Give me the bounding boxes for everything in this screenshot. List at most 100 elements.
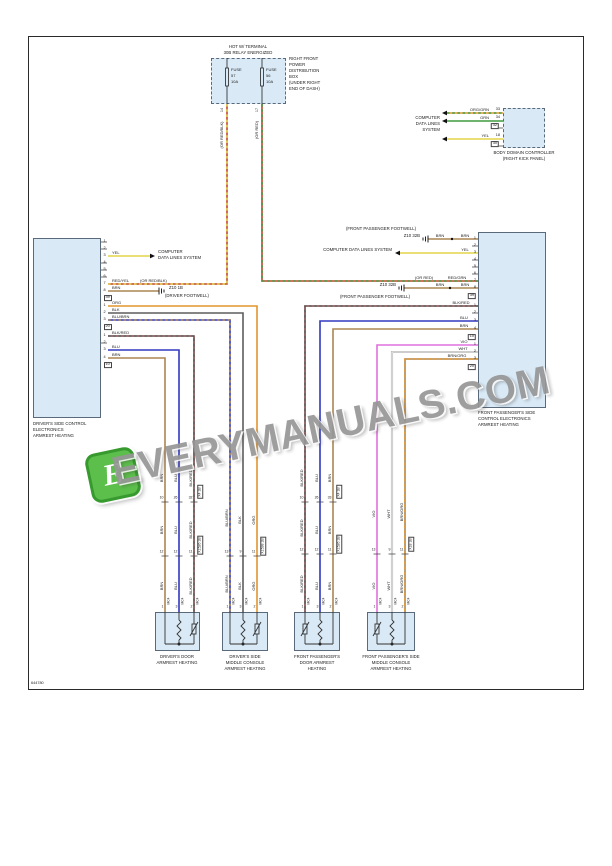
rotated-wire-label: ORG bbox=[251, 581, 256, 591]
load-caption: DRIVER'S SIDE bbox=[229, 653, 261, 659]
pin-number: 12 bbox=[173, 549, 178, 554]
diagram-label: BRN bbox=[435, 233, 445, 238]
load-caption: MIDDLE CONSOLE bbox=[225, 659, 265, 665]
pin-number: 2 bbox=[401, 604, 404, 609]
pin-number: 5 bbox=[103, 267, 106, 272]
load-internals bbox=[164, 612, 406, 646]
rotated-wire-label: BRN bbox=[327, 473, 332, 483]
pin-number: 1 bbox=[103, 303, 106, 308]
diagram-label: SYSTEM bbox=[422, 126, 440, 132]
pin-number: 2 bbox=[190, 604, 193, 609]
pin-number: 6 bbox=[473, 271, 476, 276]
pin-number: 2 bbox=[103, 340, 106, 345]
diagram-label: GRN bbox=[480, 115, 489, 120]
pin-number: 12 bbox=[299, 547, 304, 552]
pin-number: 3 bbox=[473, 318, 476, 323]
connector-id: X4 1B bbox=[335, 485, 342, 499]
pin-number: 1 bbox=[473, 303, 476, 308]
pdb-caption: BOX bbox=[289, 73, 299, 79]
pin-number: 1 bbox=[473, 342, 476, 347]
diagram-label: BLK/RED bbox=[112, 330, 130, 335]
bdc-wires bbox=[447, 112, 503, 147]
pin-number: 9 bbox=[388, 547, 391, 552]
connector-id: X4 1B bbox=[196, 485, 203, 499]
diagram-label: BLK/RED bbox=[452, 300, 470, 305]
pin-number: 33 bbox=[495, 107, 500, 112]
rotated-wire-label: VIO bbox=[371, 582, 376, 590]
rotated-wire-label: BRN bbox=[159, 525, 164, 535]
rotated-wire-label: BLK/RED bbox=[299, 469, 304, 487]
rotated-wire-label: WHT bbox=[386, 581, 391, 591]
pin-number: 2 bbox=[103, 246, 106, 251]
pin-number: 3 bbox=[473, 356, 476, 361]
connector-number: 10 bbox=[467, 334, 476, 340]
diagram-label: YEL bbox=[481, 133, 489, 138]
splice-dots bbox=[448, 237, 454, 290]
rotated-wire-label: BRN bbox=[159, 581, 164, 591]
pin-number: 14 bbox=[220, 107, 225, 113]
diagram-label: WHT bbox=[458, 346, 468, 351]
fuse-symbols bbox=[225, 58, 264, 104]
pin-number: 7 bbox=[473, 278, 476, 283]
connector-id: MC4 bbox=[166, 597, 171, 605]
load-box-passenger-door bbox=[294, 612, 340, 651]
pin-number: 3 bbox=[316, 604, 319, 609]
load-caption: ARMREST HEATING bbox=[156, 659, 198, 665]
load-caption: ARMREST HEATING bbox=[224, 665, 266, 671]
connector-id: MC4 bbox=[195, 597, 200, 605]
connector-number: 20 bbox=[467, 364, 476, 370]
fuse-rating: 10A bbox=[231, 79, 239, 84]
sensor-icon bbox=[191, 623, 197, 635]
pin-number: 9 bbox=[239, 549, 242, 554]
pin-number: 3 bbox=[103, 347, 106, 352]
connector-id: X1538 1B bbox=[259, 536, 266, 556]
diagram-label: BLU bbox=[112, 344, 120, 349]
diagram-label: BRN bbox=[460, 282, 470, 287]
diagram-label: COMPUTER DATA LINES SYSTEM bbox=[323, 246, 392, 252]
load-caption: DRIVER'S DOOR bbox=[159, 653, 195, 659]
pin-number: 2 bbox=[329, 604, 332, 609]
pin-number: 3 bbox=[473, 250, 476, 255]
pin-number: 2 bbox=[473, 349, 476, 354]
load-caption: FRONT PASSENGER'S bbox=[293, 653, 341, 659]
ground-label: Z10 32B bbox=[403, 232, 420, 238]
ground-label: Z10 1B bbox=[169, 284, 183, 290]
pin-number: 2 bbox=[473, 310, 476, 315]
ground-label: Z10 32B bbox=[379, 281, 396, 287]
diagram-label: ORG/GRN bbox=[469, 107, 489, 112]
pdb-caption: DISTRIBUTION bbox=[289, 67, 320, 73]
load-caption: ARMREST HEATING bbox=[370, 665, 412, 671]
diagram-label: VIO bbox=[460, 339, 468, 344]
diagram-label: BRN bbox=[435, 282, 445, 287]
diagram-number: 644780 bbox=[31, 681, 44, 686]
rotated-wire-label: ORG bbox=[251, 515, 256, 525]
arrow-left-icon bbox=[442, 136, 447, 142]
pin-number: 33 bbox=[327, 495, 332, 500]
diagram-label: DATA LINES SYSTEM bbox=[158, 254, 202, 260]
rotated-wire-label: BRN bbox=[327, 581, 332, 591]
rotated-wire-label: WHT bbox=[386, 509, 391, 519]
pdb-caption: RIGHT FRONT bbox=[289, 55, 319, 61]
rotated-wire-label: BLU bbox=[314, 582, 319, 590]
pin-number: 1 bbox=[301, 604, 304, 609]
pin-number: 2 bbox=[473, 243, 476, 248]
pin-number: 34 bbox=[495, 115, 500, 120]
sensor-icon bbox=[302, 623, 308, 635]
load-caption: MIDDLE CONSOLE bbox=[371, 659, 411, 665]
connector-id: MC4 bbox=[334, 597, 339, 605]
ground-label: (DRIVER FOOTWELL) bbox=[165, 292, 209, 298]
connector-id: MC4 bbox=[378, 597, 383, 605]
fuse-label: FUSE bbox=[266, 67, 277, 72]
passenger-module-box bbox=[478, 232, 546, 408]
heater-element-icon bbox=[317, 619, 323, 641]
connector-number: 39 bbox=[103, 295, 112, 301]
connector-number: 39 bbox=[467, 293, 476, 299]
hot-title-line1: HOT W/ TERMINAL bbox=[228, 43, 268, 49]
diagram-label: BRN bbox=[112, 285, 121, 290]
diagram-label: (OR RED/BLK) bbox=[140, 278, 167, 283]
rotated-wire-label: (OR RED) bbox=[254, 120, 259, 140]
rotated-wire-label: (OR RED/BLK) bbox=[219, 121, 224, 149]
heater-element-icon bbox=[240, 619, 246, 641]
diagram-label: BRN bbox=[112, 352, 121, 357]
